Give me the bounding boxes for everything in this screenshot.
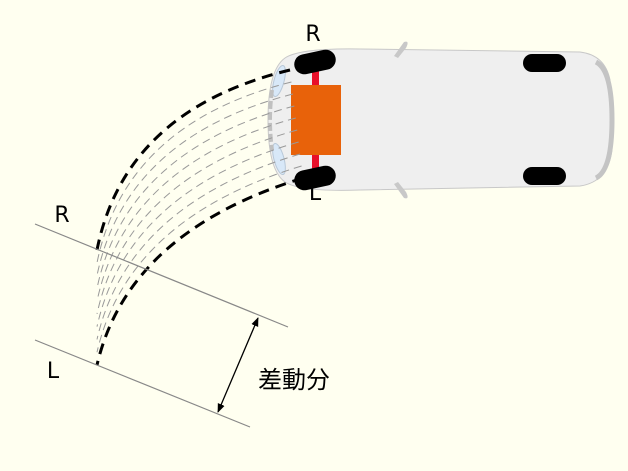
mirror-right [394,41,408,58]
car [267,41,615,199]
left-wheel-path [95,176,304,366]
intermediate-path [96,93,294,276]
intermediate-path [96,141,299,327]
intermediate-path [96,105,295,289]
front-axle-left [312,154,319,170]
tire-rear-right [523,54,566,72]
right-line-label: R [54,203,69,228]
tire-front-left [294,165,336,191]
tire-rear-left [523,167,566,185]
car-body [267,48,613,191]
left-reference-line [34,339,251,428]
difference-label: 差動分 [258,366,330,394]
headlight-left [272,142,286,176]
front-left-label: L [309,181,322,206]
intermediate-path [96,165,302,353]
intermediate-path [96,129,298,314]
left-line-label: L [47,359,60,384]
intermediate-paths [96,81,302,353]
rear-bumper [594,59,615,181]
mirror-left [394,182,408,199]
differential-gear [291,85,341,155]
intermediate-path [96,81,292,263]
right-reference-line [34,223,289,328]
front-axle-right [312,70,319,86]
difference-arrow [217,317,259,413]
intermediate-path [96,153,301,340]
front-right-label: R [305,22,320,47]
grille [268,89,274,151]
tire-front-right [294,49,336,75]
right-wheel-path [95,68,291,251]
intermediate-path [96,117,296,302]
